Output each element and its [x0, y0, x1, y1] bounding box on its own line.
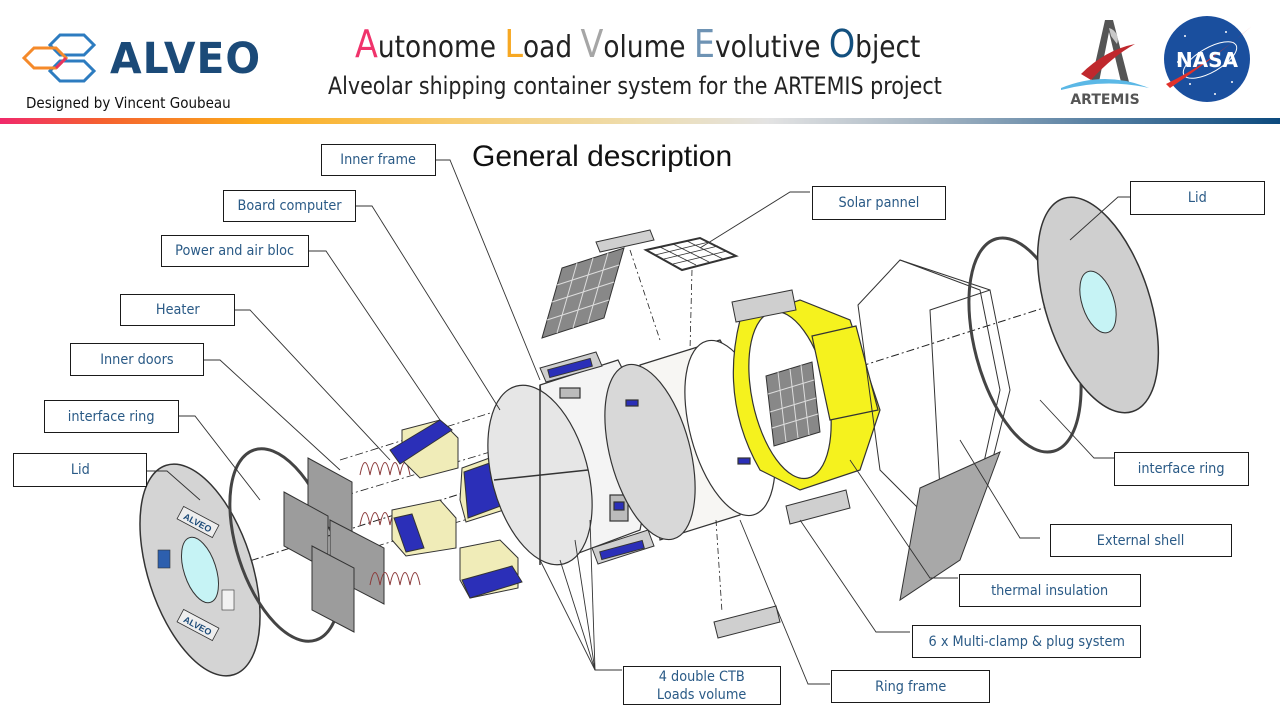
- subtitle: Alveolar shipping container system for t…: [328, 72, 942, 100]
- title-cap: O: [828, 22, 856, 66]
- artemis-logo-icon: ARTEMIS: [1061, 20, 1149, 108]
- callout-interface-ring-left: interface ring: [44, 400, 179, 433]
- title-part-l: Load: [504, 22, 581, 66]
- callout-solar-pannel: Solar pannel: [812, 186, 946, 220]
- callout-multi-clamp: 6 x Multi-clamp & plug system: [912, 625, 1141, 658]
- inner-doors-drawing: [283, 457, 385, 633]
- title-part-a: Autonome: [355, 22, 505, 66]
- title-part-v: Volume: [580, 22, 694, 66]
- lid-right-drawing: [1036, 196, 1160, 414]
- callout-heater: Heater: [120, 294, 235, 326]
- header-divider-gradient: [0, 118, 1280, 124]
- section-title: General description: [472, 140, 733, 173]
- leader-lines: [147, 159, 1130, 685]
- callout-power-air-bloc: Power and air bloc: [161, 235, 309, 267]
- ctb-line-2: Loads volume: [657, 686, 747, 703]
- ctb-line-1: 4 double CTB: [659, 668, 745, 685]
- external-shell-drawing: [857, 259, 1011, 602]
- callout-interface-ring-right: interface ring: [1114, 452, 1249, 486]
- title-cap: L: [504, 22, 523, 66]
- callout-lid-right: Lid: [1130, 181, 1265, 215]
- title-cap: A: [355, 22, 378, 66]
- brand-logo-text: ALVEO: [110, 34, 262, 84]
- power-air-blocs-drawing: [389, 419, 529, 599]
- alveo-hexagon-logo-icon: [21, 33, 97, 83]
- title-part-o: Object: [828, 22, 921, 66]
- title-cap: E: [693, 22, 716, 66]
- callout-ring-frame: Ring frame: [831, 670, 990, 703]
- callout-lid-left: Lid: [13, 453, 147, 487]
- designer-credit: Designed by Vincent Goubeau: [26, 94, 231, 112]
- callout-external-shell: External shell: [1050, 524, 1232, 557]
- title-cap: V: [580, 22, 604, 66]
- acronym-title: Autonome Load Volume Evolutive Object: [355, 22, 920, 66]
- solar-panels-exploded-drawing: [541, 236, 739, 339]
- callout-thermal-insulation: thermal insulation: [959, 574, 1141, 607]
- callout-inner-frame: Inner frame: [321, 144, 436, 176]
- central-axis-line: [189, 289, 1101, 581]
- solar-panel-mounted-drawing: [765, 361, 821, 447]
- callout-board-computer: Board computer: [223, 190, 356, 222]
- nasa-meatball-logo-icon: NASA: [1164, 16, 1252, 102]
- nasa-logo-text: NASA: [1176, 48, 1239, 72]
- title-part-e: Evolutive: [693, 22, 829, 66]
- callout-inner-doors: Inner doors: [70, 343, 204, 376]
- artemis-logo-text: ARTEMIS: [1070, 92, 1139, 108]
- callout-ctb-loads-volume: 4 double CTB Loads volume: [623, 666, 781, 705]
- multi-clamp-modules-drawing: [539, 229, 851, 639]
